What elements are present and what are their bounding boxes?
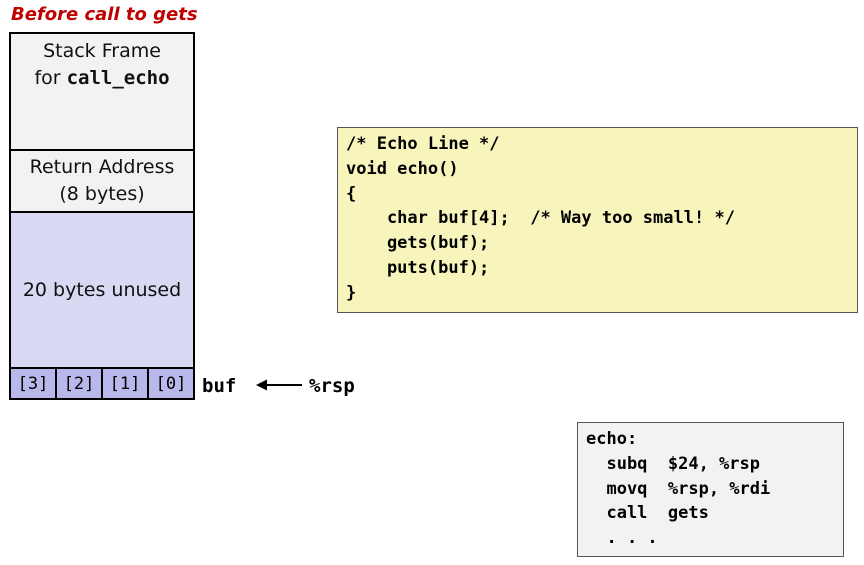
stack-diagram: Stack Frame for call_echo Return Address…	[9, 32, 195, 400]
code-line: gets(buf);	[346, 233, 490, 254]
return-address-label: Return Address	[29, 156, 175, 178]
code-line: /* Echo Line */	[346, 134, 500, 154]
code-line: {	[346, 183, 357, 204]
rsp-label: %rsp	[309, 375, 355, 397]
buffer-cell: [2]	[57, 369, 103, 398]
return-address-block: Return Address (8 bytes)	[9, 149, 195, 213]
code-line: char buf[4]; /* Way too small! */	[346, 208, 735, 229]
code-line: void echo()	[346, 158, 459, 179]
left-arrow-icon	[256, 379, 302, 391]
stack-frame-block: Stack Frame for call_echo	[9, 32, 195, 151]
buf-label: buf	[202, 375, 237, 397]
unused-bytes-label: 20 bytes unused	[22, 278, 182, 301]
diagram-title: Before call to gets	[11, 4, 198, 25]
buffer-row: [3] [2] [1] [0]	[9, 367, 195, 400]
stack-frame-prefix: for	[34, 67, 67, 89]
return-address-size: (8 bytes)	[59, 183, 145, 205]
asm-line: echo:	[586, 429, 638, 449]
code-line: puts(buf);	[346, 257, 490, 278]
stack-frame-label: Stack Frame	[43, 40, 161, 62]
buffer-cell: [3]	[11, 369, 57, 398]
asm-line: movq %rsp, %rdi	[586, 478, 771, 499]
asm-line: subq $24, %rsp	[586, 453, 760, 474]
stack-frame-owner: for call_echo	[34, 65, 169, 92]
assembly-code-box: echo: subq $24, %rsp movq %rsp, %rdi cal…	[577, 422, 844, 557]
code-line: }	[346, 282, 357, 303]
buffer-cell: [1]	[103, 369, 149, 398]
asm-line: call gets	[586, 503, 709, 524]
unused-bytes-block: 20 bytes unused	[9, 211, 195, 369]
asm-line: . . .	[586, 528, 658, 549]
stack-frame-function: call_echo	[66, 67, 170, 89]
buffer-cell: [0]	[149, 369, 193, 398]
c-code-box: /* Echo Line */ void echo() { char buf[4…	[337, 127, 858, 313]
